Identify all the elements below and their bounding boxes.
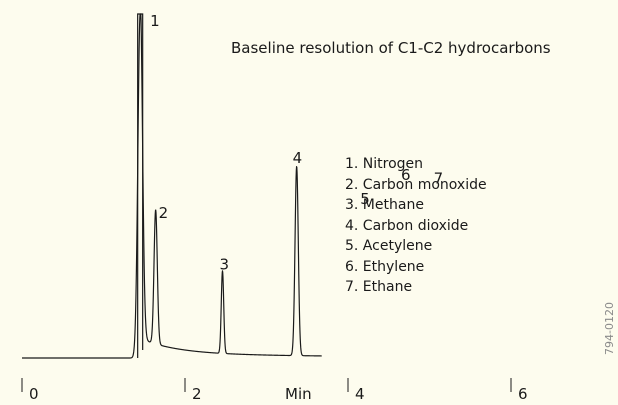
x-tick-label: 0 [29,385,39,403]
peak-label: 1 [150,12,160,30]
chromatogram-trace [21,13,323,359]
legend-item: 5. Acetylene [345,238,433,254]
peak-label: 4 [293,149,303,167]
legend-item: 2. Carbon monoxide [345,176,487,193]
peak-1-outline [137,13,144,358]
legend-item: 1. Nitrogen [345,156,424,172]
figure-code: 794-0120 [603,302,616,355]
x-tick-label: 4 [355,385,365,403]
peak-legend: 1. Nitrogen 2. Carbon monoxide 3. Methan… [345,154,487,298]
chart-title: Baseline resolution of C1-C2 hydrocarbon… [231,39,551,57]
legend-item: 4. Carbon dioxide [345,217,469,234]
legend-item: 6. Ethylene [345,258,425,275]
peak-label: 6 [401,166,411,184]
peak-label: 2 [159,204,169,222]
peak-label: 7 [434,169,444,187]
x-tick-label: 2 [192,385,202,403]
peak-label: 5 [360,190,370,208]
x-axis-label: Min [285,385,312,403]
peak-label: 3 [219,255,229,273]
legend-item: 3. Methane [345,197,424,213]
x-axis-ticks: 0 2 4 6 [21,378,528,403]
x-tick-label: 6 [518,385,528,403]
legend-item: 7. Ethane [345,279,413,295]
peak-labels: 1 2 3 4 5 6 7 [150,12,443,273]
